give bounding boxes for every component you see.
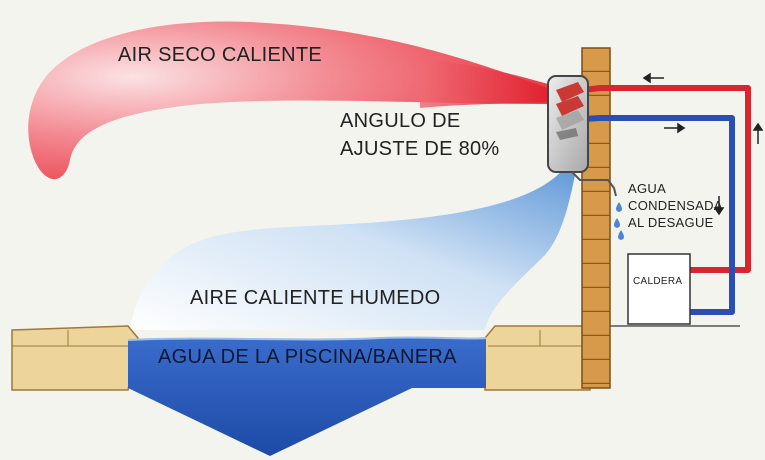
boiler <box>627 253 691 325</box>
cold-water-pipe <box>567 115 735 315</box>
hot-water-pipe <box>567 85 751 273</box>
pool-water <box>128 337 486 456</box>
condensed-water-line-3: AL DESAGUE <box>628 215 714 230</box>
arrow-down-icon <box>713 196 725 216</box>
arrow-left-icon <box>642 72 664 84</box>
arrow-right-icon <box>664 122 686 134</box>
pool-water-label: AGUA DE LA PISCINA/BANERA <box>158 346 457 368</box>
adjust-angle-label: ANGULO DE AJUSTE DE 80% <box>340 107 500 163</box>
hot-air-jet <box>420 60 548 108</box>
hot-dry-air-label: AIR SECO CALIENTE <box>118 44 323 66</box>
condensed-water-line-1: AGUA <box>628 181 667 196</box>
adjust-angle-line-2: AJUSTE DE 80% <box>340 138 500 160</box>
boiler-label: CALDERA <box>633 276 683 287</box>
condensed-water-label: AGUA CONDENSADA AL DESAGUE <box>628 180 723 231</box>
pool-deck-left <box>11 325 139 391</box>
condensed-water-line-2: CONDENSADA <box>628 198 723 213</box>
humid-air-plume <box>130 166 575 330</box>
arrow-up-icon <box>752 122 764 144</box>
hot-air-plume <box>28 21 549 180</box>
adjust-angle-line-1: ANGULO DE <box>340 110 461 132</box>
humid-warm-air-label: AIRE CALIENTE HUMEDO <box>190 287 441 309</box>
condensate-drain <box>571 171 617 197</box>
water-drop-icon <box>614 202 624 240</box>
dehumidifier-unit <box>547 75 589 173</box>
pool-deck-right <box>484 325 591 391</box>
